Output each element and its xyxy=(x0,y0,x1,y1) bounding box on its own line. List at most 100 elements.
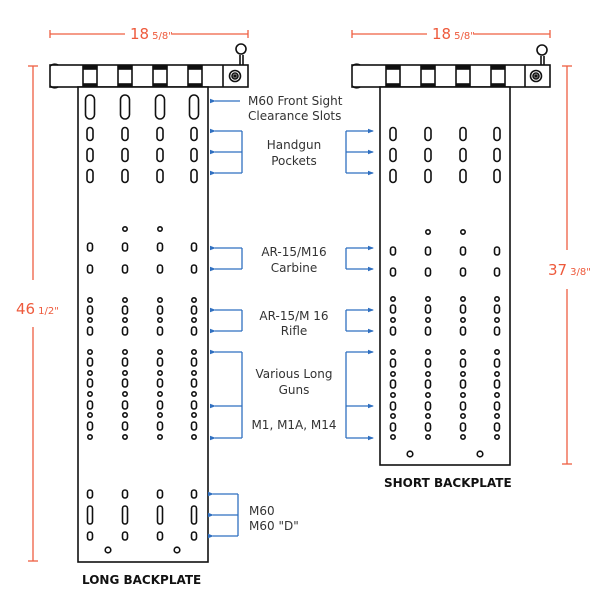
mounting-hole xyxy=(191,390,198,397)
callout-ar15-rifle-line2: Rifle xyxy=(281,324,308,338)
callout-m60-line1: M60 xyxy=(249,504,275,518)
mounting-slot xyxy=(389,379,397,389)
mounting-slot xyxy=(156,421,164,431)
mounting-hole xyxy=(157,433,164,440)
mounting-slot xyxy=(121,242,129,252)
mounting-slot xyxy=(493,126,501,142)
mounting-hole xyxy=(122,433,129,440)
callout-ar15-carbine-line1: AR-15/M16 xyxy=(261,245,326,259)
mounting-slot xyxy=(424,168,432,184)
mounting-hole xyxy=(157,226,164,233)
mounting-slot xyxy=(459,126,467,142)
callout-various-long-guns-line1: Various Long xyxy=(256,367,333,381)
mounting-hole xyxy=(493,295,500,302)
mounting-slot xyxy=(86,421,94,431)
long-height-dimension xyxy=(28,65,38,562)
mounting-slot xyxy=(424,401,432,411)
mounting-slot xyxy=(190,264,198,274)
mounting-slot xyxy=(424,267,432,277)
mounting-hole xyxy=(424,316,431,323)
mounting-slot xyxy=(389,126,397,142)
mounting-slot xyxy=(121,421,129,431)
long-plate-body xyxy=(77,86,209,563)
short-height-dimension xyxy=(562,65,572,465)
mounting-slot xyxy=(121,505,129,525)
mounting-slot xyxy=(121,305,129,315)
mounting-slot xyxy=(493,147,501,163)
mounting-slot xyxy=(459,246,467,256)
mounting-slot xyxy=(493,246,501,256)
mounting-slot xyxy=(493,326,501,336)
mounting-slot xyxy=(86,242,94,252)
mounting-slot xyxy=(86,505,94,525)
mounting-hole xyxy=(424,433,431,440)
mounting-slot xyxy=(156,489,164,499)
callout-ar15-carbine-line2: Carbine xyxy=(271,261,318,275)
long-lock-knob-icon[interactable] xyxy=(228,43,247,83)
mounting-hole xyxy=(122,390,129,397)
mounting-slot xyxy=(156,378,164,388)
mounting-slot xyxy=(190,357,198,367)
mounting-hole xyxy=(87,433,94,440)
mounting-slot xyxy=(459,267,467,277)
long-width-dimension xyxy=(49,30,249,38)
mounting-slot xyxy=(121,531,129,541)
mounting-hole xyxy=(424,229,431,236)
mounting-hole xyxy=(424,370,431,377)
mounting-slot xyxy=(424,304,432,314)
mounting-hole xyxy=(157,316,164,323)
mounting-hole xyxy=(424,412,431,419)
mounting-slot xyxy=(493,401,501,411)
mounting-hole xyxy=(493,391,500,398)
mounting-slot xyxy=(493,422,501,432)
mounting-hole xyxy=(191,433,198,440)
mounting-hole xyxy=(191,369,198,376)
mounting-hole xyxy=(424,348,431,355)
callout-m60-front-sight-line2: Clearance Slots xyxy=(248,109,341,123)
mounting-slot xyxy=(190,531,198,541)
mounting-hole xyxy=(87,390,94,397)
mounting-hole xyxy=(406,450,414,458)
mounting-slot xyxy=(86,357,94,367)
mounting-slot xyxy=(493,379,501,389)
mounting-hole xyxy=(424,391,431,398)
mounting-hole xyxy=(87,296,94,303)
mounting-slot xyxy=(86,378,94,388)
mounting-slot xyxy=(459,304,467,314)
mounting-hole xyxy=(173,546,181,554)
mounting-hole xyxy=(389,316,396,323)
mounting-hole xyxy=(493,316,500,323)
long-plate-holes xyxy=(84,94,200,554)
mounting-slot xyxy=(459,326,467,336)
mounting-hole xyxy=(87,316,94,323)
mounting-slot xyxy=(389,168,397,184)
short-width-dimension xyxy=(351,30,551,38)
mounting-slot xyxy=(156,326,164,336)
mounting-slot xyxy=(86,326,94,336)
mounting-slot xyxy=(156,505,164,525)
mounting-slot xyxy=(156,400,164,410)
mounting-hole xyxy=(389,412,396,419)
mounting-slot xyxy=(424,379,432,389)
mounting-slot xyxy=(119,94,131,120)
mounting-slot xyxy=(389,358,397,368)
mounting-hole xyxy=(459,370,466,377)
mounting-slot xyxy=(156,147,164,163)
mounting-hole xyxy=(157,348,164,355)
mounting-slot xyxy=(156,168,164,184)
mounting-slot xyxy=(121,489,129,499)
callout-handgun-line1: Handgun xyxy=(267,138,321,152)
mounting-slot xyxy=(459,147,467,163)
short-lock-knob-icon[interactable] xyxy=(529,44,548,83)
mounting-slot xyxy=(424,126,432,142)
mounting-hole xyxy=(459,316,466,323)
mounting-hole xyxy=(389,295,396,302)
mounting-slot xyxy=(424,422,432,432)
mounting-slot xyxy=(493,168,501,184)
mounting-slot xyxy=(389,401,397,411)
mounting-hole xyxy=(476,450,484,458)
mounting-slot xyxy=(459,168,467,184)
